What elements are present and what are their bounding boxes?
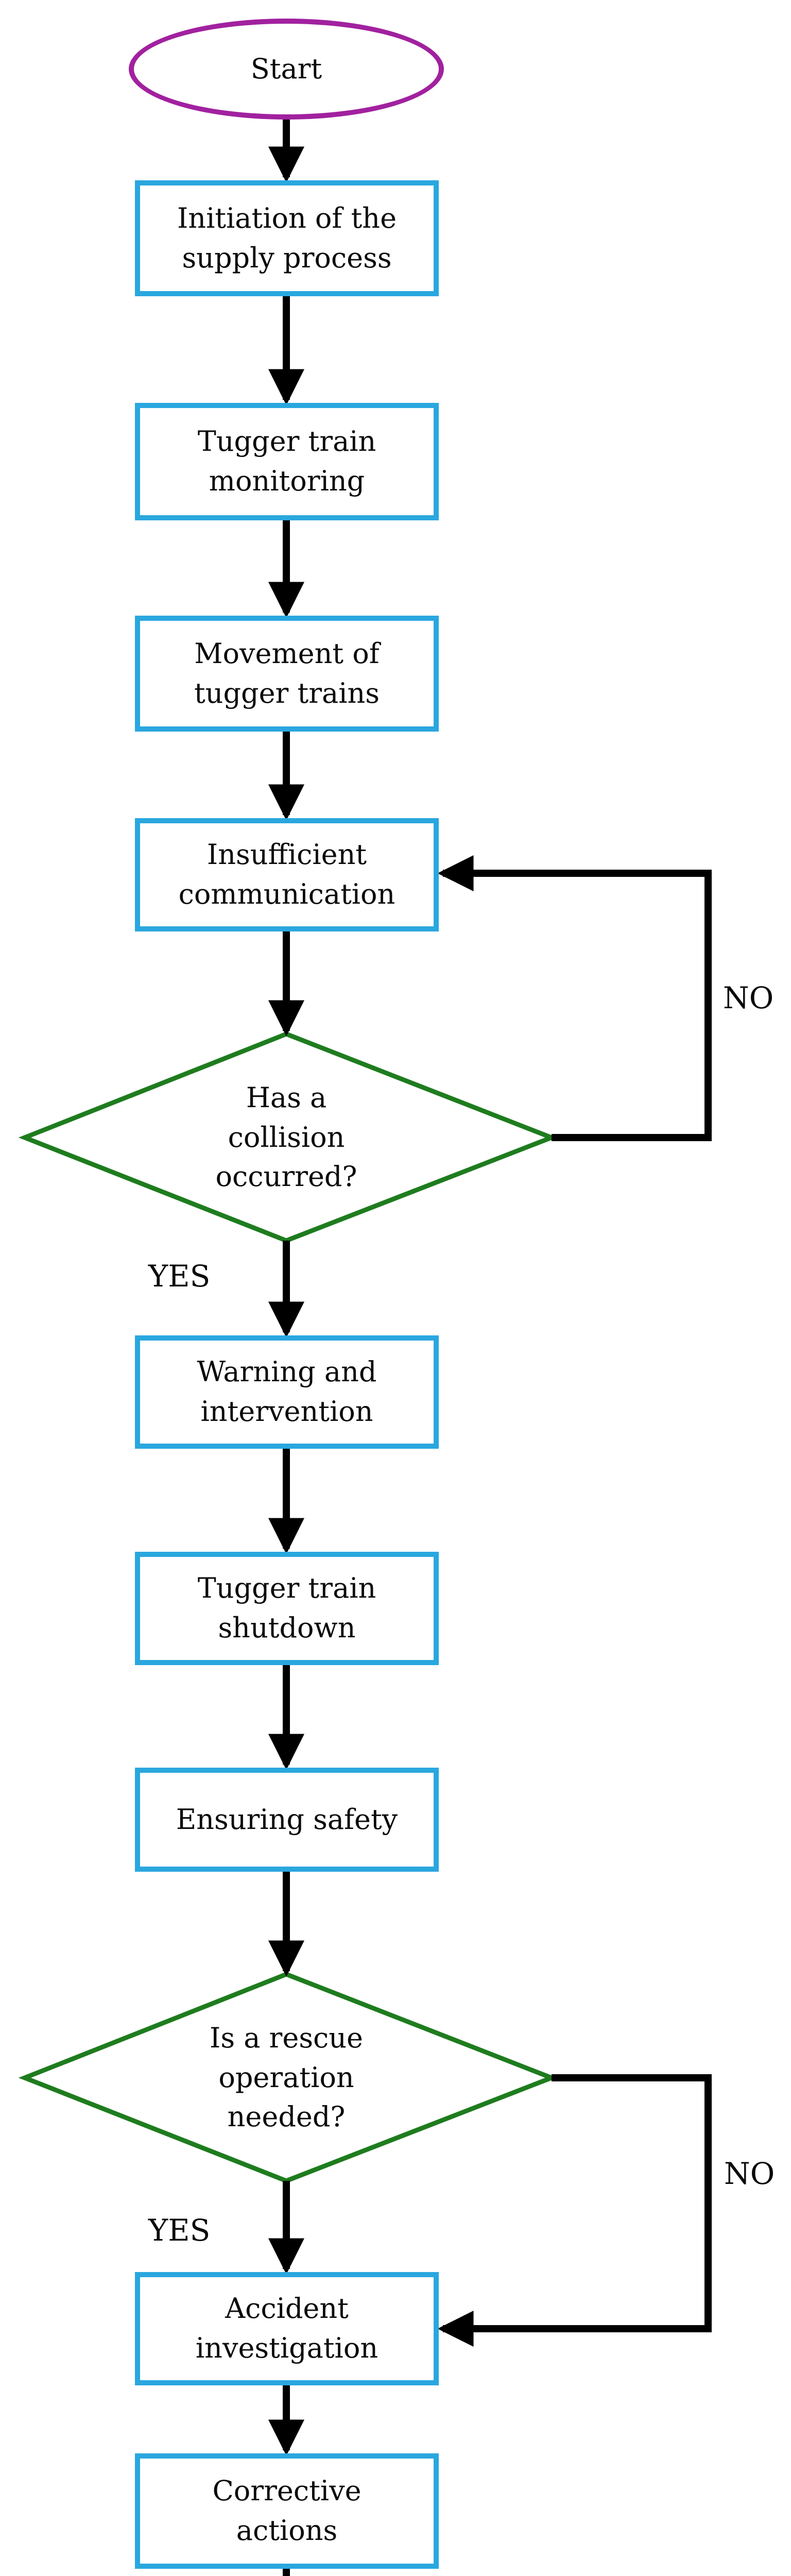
- connector-collision-no-loop: [437, 855, 712, 1141]
- collision-line3: occurred?: [215, 1160, 357, 1193]
- collision-line2: collision: [228, 1121, 345, 1154]
- process-warning: Warning and intervention: [135, 1335, 439, 1449]
- process-movement: Movement of tugger trains: [135, 616, 439, 732]
- process-safety: Ensuring safety: [135, 1768, 439, 1872]
- process-corrective: Corrective actions: [135, 2453, 439, 2569]
- process-shutdown-line1: Tugger train: [197, 1572, 376, 1605]
- process-communication-line1: Insufficient: [207, 838, 367, 871]
- collision-line1: Has a: [246, 1081, 327, 1114]
- collision-yes-label: YES: [148, 1259, 211, 1294]
- process-communication-line2: communication: [178, 878, 396, 910]
- rescue-no-label: NO: [724, 2156, 775, 2191]
- process-movement-line1: Movement of: [194, 637, 380, 670]
- process-movement-line2: tugger trains: [194, 676, 380, 709]
- process-initiation: Initiation of the supply process: [135, 180, 439, 296]
- process-corrective-line2: actions: [236, 2514, 338, 2547]
- start-terminator: Start: [129, 19, 444, 120]
- process-investigation-line2: investigation: [195, 2332, 379, 2364]
- process-monitoring: Tugger train monitoring: [135, 403, 439, 520]
- process-corrective-line1: Corrective: [212, 2475, 362, 2507]
- process-investigation-line1: Accident: [225, 2292, 349, 2325]
- rescue-decision-label: Is a rescue operation needed?: [154, 2013, 418, 2143]
- process-investigation: Accident investigation: [135, 2272, 439, 2385]
- rescue-line3: needed?: [227, 2100, 346, 2133]
- collision-no-label: NO: [723, 980, 774, 1015]
- rescue-line2: operation: [218, 2061, 354, 2094]
- connector-rescue-no-loop: [437, 2074, 712, 2347]
- process-shutdown-line2: shutdown: [218, 1612, 356, 1644]
- process-monitoring-line2: monitoring: [209, 465, 365, 497]
- process-shutdown: Tugger train shutdown: [135, 1552, 439, 1665]
- rescue-line1: Is a rescue: [209, 2021, 364, 2054]
- process-warning-line1: Warning and: [197, 1355, 377, 1388]
- process-safety-line1: Ensuring safety: [176, 1803, 398, 1836]
- start-label: Start: [250, 52, 322, 85]
- collision-decision-label: Has a collision occurred?: [154, 1073, 418, 1202]
- rescue-yes-label: YES: [148, 2213, 211, 2248]
- process-initiation-line2: supply process: [182, 241, 392, 274]
- process-warning-line2: intervention: [200, 1395, 373, 1428]
- process-communication: Insufficient communication: [135, 818, 439, 931]
- process-monitoring-line1: Tugger train: [197, 425, 376, 458]
- process-initiation-line1: Initiation of the: [177, 201, 397, 234]
